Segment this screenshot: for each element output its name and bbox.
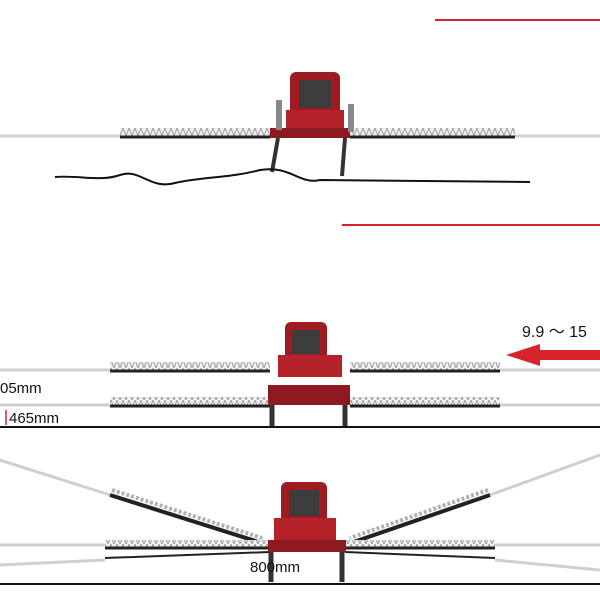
boom-diag-right-upper (344, 493, 491, 547)
ground-clearance-label: 465mm (9, 410, 59, 427)
boom-fold-right (345, 540, 495, 547)
terrain-ground (54, 168, 531, 186)
boom-upper-right (350, 362, 500, 370)
boom-fold-left (105, 540, 270, 547)
sprayer-machine-2 (268, 322, 350, 426)
adjust-range-label: 9.9 ～ 15 (522, 324, 587, 341)
boom-right (350, 128, 515, 136)
section-fold-width: 800mm (0, 453, 600, 585)
boom-left (120, 128, 270, 136)
sprayer-machine (270, 72, 354, 177)
boom-diag-left-upper (109, 493, 269, 547)
boom-lower-right (350, 397, 500, 405)
section-height-adjust: 9.9 ～ 15 05mm 465mm (0, 224, 600, 428)
lift-height-label: 05mm (0, 380, 42, 397)
adjust-arrow (506, 344, 600, 366)
track-width-label: 800mm (250, 559, 300, 576)
boom-lower-left (110, 397, 270, 405)
boom-upper-left (110, 362, 270, 370)
section-terrain-following (0, 19, 600, 186)
sprayer-machine-3 (268, 482, 346, 582)
